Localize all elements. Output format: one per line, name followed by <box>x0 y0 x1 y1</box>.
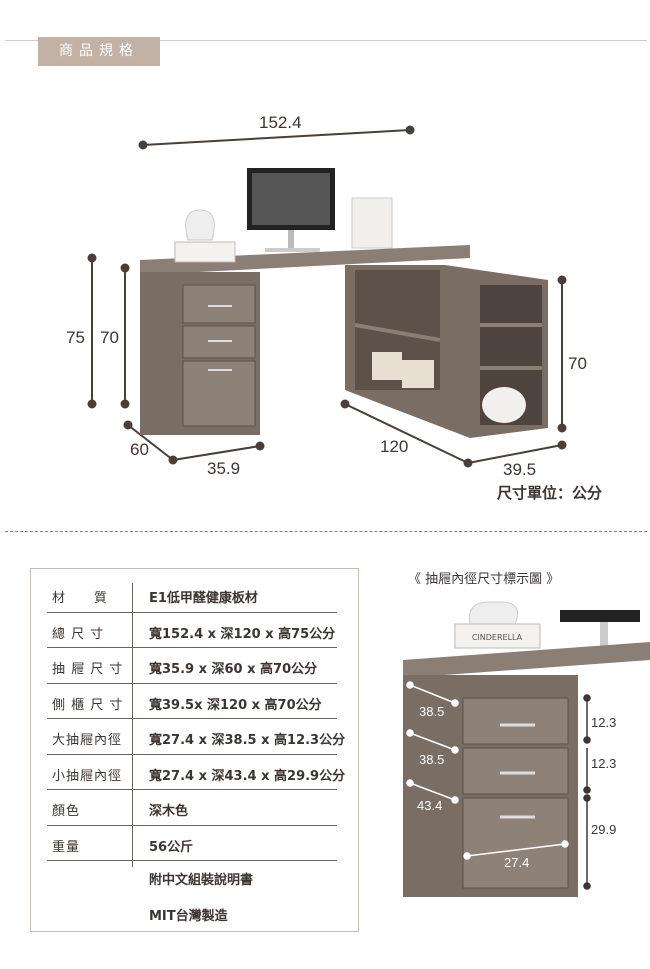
row-label: 小抽屜內徑 <box>52 768 123 784</box>
table-row: 小抽屜內徑 寬27.4 x 深43.4 x 高29.9公分 <box>47 755 345 790</box>
row-value: 56公斤 <box>149 839 194 855</box>
row-value: 寬35.9 x 深60 x 高70公分 <box>149 662 318 677</box>
unit-note: 尺寸單位：公分 <box>497 484 603 502</box>
table-row: 總 尺 寸 寬152.4 x 深120 x 高75公分 <box>47 613 337 648</box>
column-divider <box>132 583 133 867</box>
row-value: 寬27.4 x 深43.4 x 高29.9公分 <box>149 768 346 784</box>
section-title: 商品規格 <box>38 37 160 66</box>
row-value: 寬39.5x 深120 x 高70公分 <box>149 697 322 713</box>
box-label: CINDERELLA <box>472 633 523 642</box>
dim-total-height: 75 <box>66 328 85 347</box>
drawer-detail-illustration: CINDERELLA <box>403 601 650 897</box>
row-label: 大抽屜內徑 <box>52 733 123 748</box>
table-row: 重量 56公斤 <box>47 826 337 861</box>
table-row: 抽 屜 尺 寸 寬35.9 x 深60 x 高70公分 <box>47 648 337 684</box>
table-row: 材 質 E1低甲醛健康板材 <box>47 577 337 613</box>
header-divider <box>5 40 647 41</box>
detail-depth-2: 38.5 <box>419 752 445 767</box>
dim-side-depth: 120 <box>380 437 409 456</box>
detail-depth-1: 38.5 <box>419 704 445 719</box>
row-value: 深木色 <box>149 804 189 819</box>
desk <box>140 168 548 438</box>
dim-side-height: 70 <box>568 354 587 373</box>
dim-overall-width: 152.4 <box>259 113 302 132</box>
detail-height-2: 12.3 <box>591 756 617 771</box>
row-label: 側 櫃 尺 寸 <box>52 697 124 713</box>
detail-width: 27.4 <box>504 855 530 870</box>
detail-height-3: 29.9 <box>591 822 617 837</box>
row-label: 材 質 <box>52 591 109 606</box>
section-divider <box>5 531 647 532</box>
dim-side-width: 39.5 <box>503 460 537 479</box>
desk-illustration <box>87 125 567 468</box>
row-value: 寬27.4 x 深38.5 x 高12.3公分 <box>149 733 346 748</box>
row-value: E1低甲醛健康板材 <box>149 591 258 606</box>
extra-note: 附中文組裝說明書 <box>149 873 254 888</box>
table-row: 側 櫃 尺 寸 寬39.5x 深120 x 高70公分 <box>47 684 337 719</box>
table-row: 顏色 深木色 <box>47 790 337 826</box>
detail-height-1: 12.3 <box>591 715 617 730</box>
detail-title: 《 抽屜內徑尺寸標示圖 》 <box>408 572 560 587</box>
extra-note: MIT台灣製造 <box>149 909 228 924</box>
dim-body-height: 70 <box>100 328 119 347</box>
detail-depth-3: 43.4 <box>417 798 443 813</box>
table-row: 大抽屜內徑 寬27.4 x 深38.5 x 高12.3公分 <box>47 719 345 755</box>
dim-drawer-width: 35.9 <box>207 459 241 478</box>
dim-drawer-depth: 60 <box>130 440 149 459</box>
row-label: 總 尺 寸 <box>52 626 105 642</box>
row-label: 重量 <box>52 839 81 855</box>
row-label: 抽 屜 尺 寸 <box>52 662 124 677</box>
row-label: 顏色 <box>52 804 81 819</box>
row-value: 寬152.4 x 深120 x 高75公分 <box>149 626 336 642</box>
